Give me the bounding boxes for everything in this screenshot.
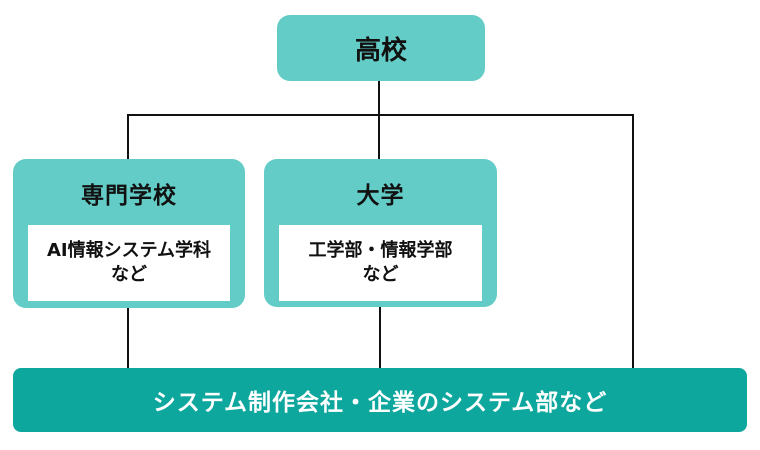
connector-vocational-to-company: [127, 308, 129, 368]
connector-highschool-to-university: [378, 81, 380, 159]
node-vocational-label: 専門学校: [81, 183, 177, 209]
node-university-detail-line2: など: [362, 264, 399, 285]
node-highschool-label: 高校: [354, 35, 407, 66]
node-university-detail-line1: 工学部・情報学部: [308, 239, 453, 261]
node-vocational-detail-line2: など: [111, 264, 147, 285]
node-university-detail: 工学部・情報学部 など: [279, 225, 482, 301]
connector-branch-to-vocational: [127, 114, 129, 159]
connector-branch-horizontal: [127, 114, 634, 116]
node-university-label: 大学: [356, 183, 405, 209]
node-vocational-detail-line1: AI情報システム学科: [46, 239, 212, 261]
node-company-label: システム制作会社・企業のシステム部など: [152, 390, 608, 416]
node-university: 大学 工学部・情報学部 など: [264, 159, 497, 307]
connector-branch-to-company-direct: [632, 114, 634, 368]
node-vocational-detail: AI情報システム学科 など: [28, 225, 230, 301]
node-highschool: 高校: [277, 15, 485, 81]
node-vocational-school: 専門学校 AI情報システム学科 など: [13, 159, 245, 308]
node-company: システム制作会社・企業のシステム部など: [13, 368, 747, 432]
connector-university-to-company: [379, 307, 381, 368]
